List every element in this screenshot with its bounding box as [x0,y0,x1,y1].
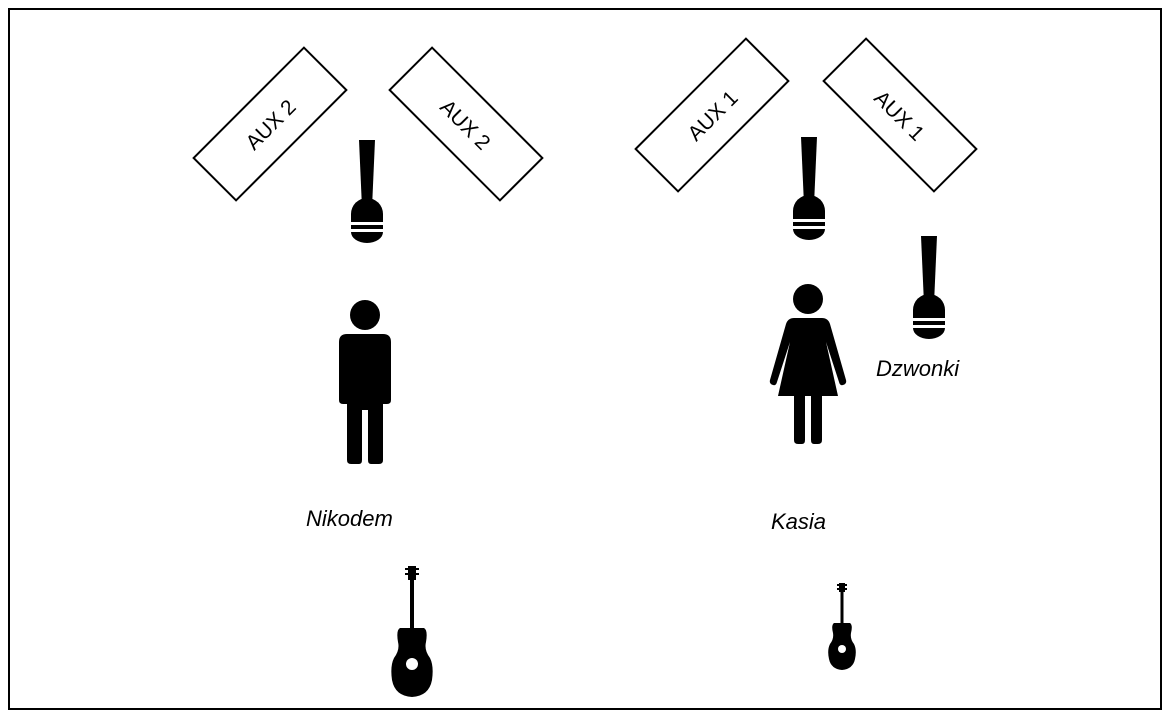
man-icon [339,300,391,464]
woman-icon [769,284,847,444]
microphone-icon [793,137,825,240]
performer-name-kasia: Kasia [771,509,827,534]
acoustic-guitar-icon [828,583,856,670]
monitor-wedge-aux1-right: AUX 1 [822,37,978,193]
instrument-label-dzwonki: Dzwonki [876,356,960,381]
monitor-wedge-aux2-left: AUX 2 [192,46,348,202]
stage-frame [8,8,1162,710]
monitor-wedge-aux1-left: AUX 1 [634,37,790,193]
microphone-icon [913,236,945,339]
microphone-icon [351,140,383,243]
acoustic-guitar-icon [391,566,433,697]
performer-name-nikodem: Nikodem [306,506,393,531]
monitor-wedge-aux2-right: AUX 2 [388,46,544,202]
